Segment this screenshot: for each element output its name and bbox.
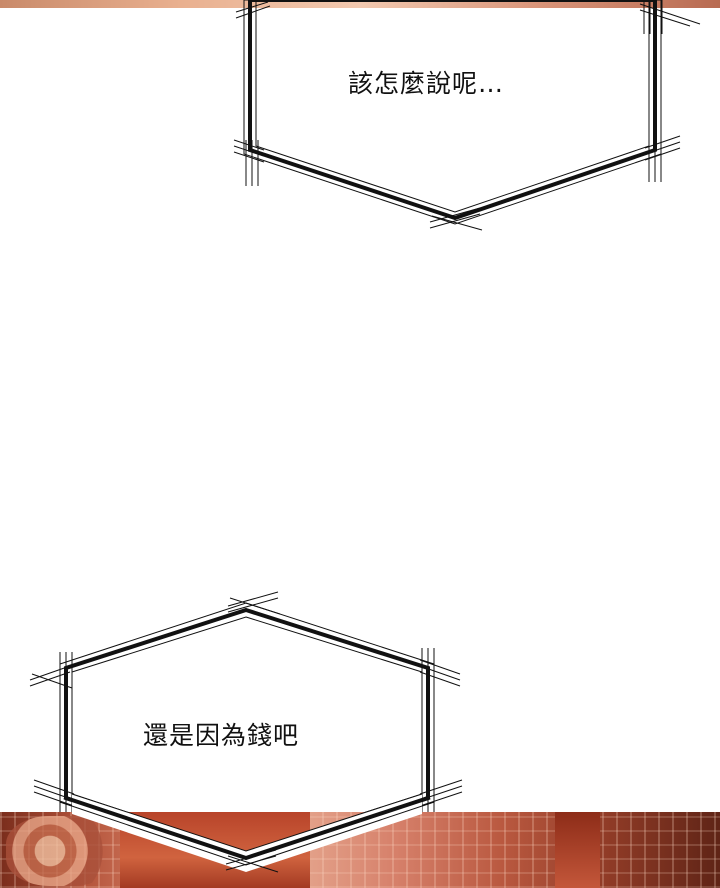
comic-art-strip-top bbox=[0, 0, 720, 8]
speech-bubble-top bbox=[233, 0, 701, 231]
speech-bubble-top-text: 該怎麼說呢… bbox=[348, 69, 505, 98]
speech-bubble-bottom-tip bbox=[59, 793, 435, 873]
speech-bubble-bottom-text: 還是因為錢吧 bbox=[143, 721, 300, 750]
